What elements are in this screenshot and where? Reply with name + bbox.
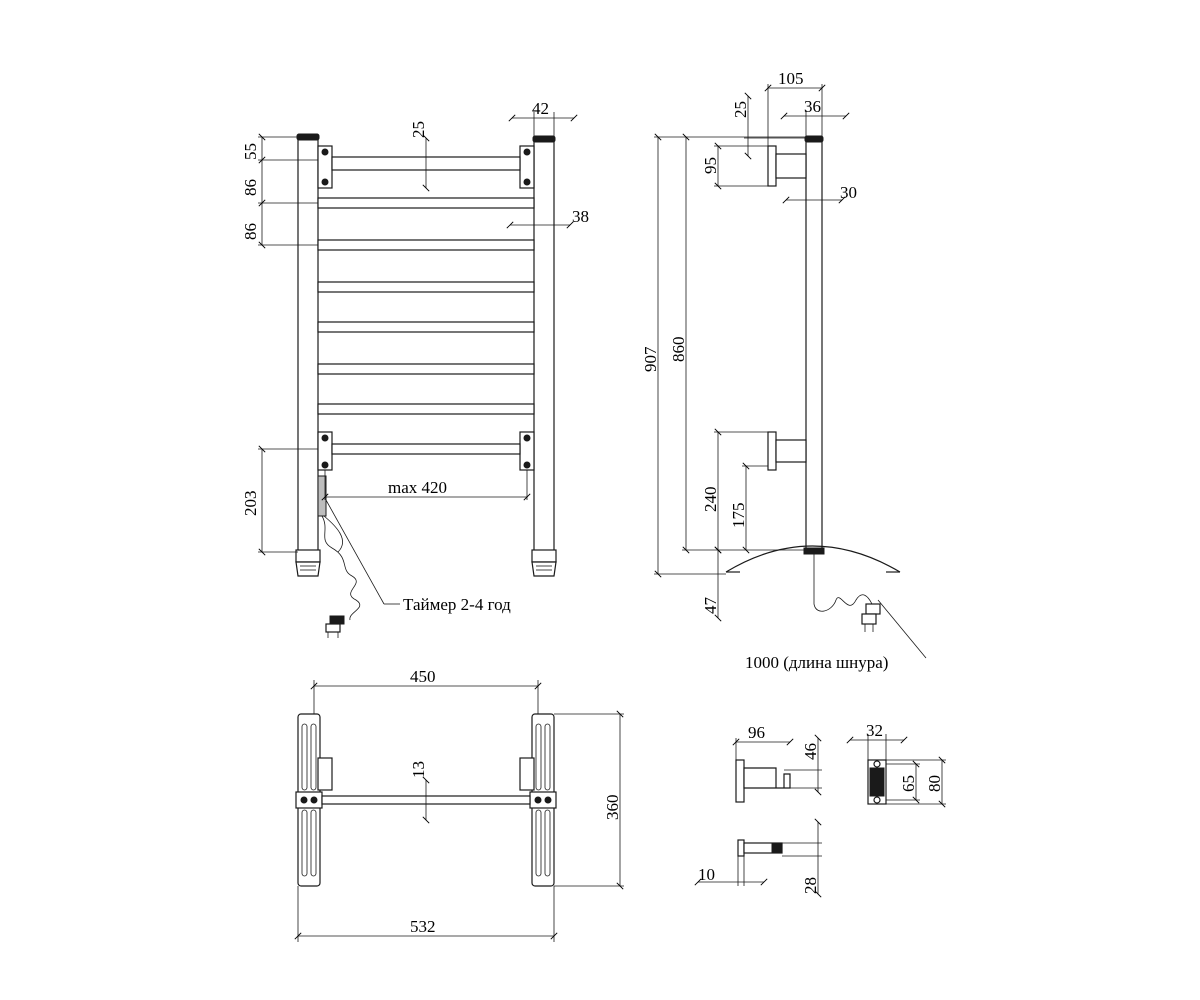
dim-post-width: 42 xyxy=(532,99,549,118)
top-right-clip xyxy=(519,145,535,189)
timer-label: Таймер 2-4 год xyxy=(403,595,511,614)
bracket-arm xyxy=(743,767,791,789)
top-left-bracket-stub xyxy=(317,757,333,791)
side-upper-bracket xyxy=(767,145,807,187)
side-view: 1000 (длина шнура) 105 36 25 95 xyxy=(641,69,927,672)
dim-clip-width: 32 xyxy=(866,721,883,740)
top-right-bracket-stub xyxy=(519,757,535,791)
bracket-plate xyxy=(735,759,745,803)
dim-total-height: 907 xyxy=(641,346,660,372)
side-power-cable xyxy=(813,554,881,632)
bracket-top-plate xyxy=(737,839,745,857)
dim-overall-width: 532 xyxy=(410,917,436,936)
dim-bar-pitch-1: 86 xyxy=(241,179,260,196)
side-post xyxy=(805,139,823,551)
dim-post-height: 860 xyxy=(669,337,688,363)
bottom-left-clip xyxy=(317,431,333,471)
dim-side-bracket-height: 25 xyxy=(731,101,750,118)
top-view: 450 13 360 532 xyxy=(294,667,624,942)
rail xyxy=(317,197,535,209)
side-bracket-240-dim: 240 xyxy=(701,428,768,554)
dim-bracket-240: 240 xyxy=(701,487,720,513)
side-foot-arc xyxy=(725,545,901,573)
front-view: Таймер 2-4 год 55 86 86 25 42 xyxy=(241,99,589,638)
dim-bottom-height: 203 xyxy=(241,491,260,517)
dim-bar-thickness: 13 xyxy=(409,761,428,778)
top-inner-width-dim: 450 xyxy=(310,667,542,714)
dim-bar-height: 25 xyxy=(409,121,428,138)
side-foot-height-dim: 47 xyxy=(701,546,722,622)
rails xyxy=(317,156,535,455)
right-post-cap xyxy=(532,135,556,143)
rail xyxy=(317,239,535,251)
dim-bar-pitch-2: 86 xyxy=(241,223,260,240)
dim-post-diameter: 30 xyxy=(840,183,857,202)
dim-max-width: max 420 xyxy=(388,478,447,497)
top-left-clip xyxy=(317,145,333,189)
side-post-cap xyxy=(804,135,824,143)
cord-leader xyxy=(877,599,927,659)
left-foot xyxy=(295,549,321,577)
side-bracket-plate-dim: 95 xyxy=(701,142,768,190)
rail xyxy=(317,321,535,333)
side-bracket-175-dim: 175 xyxy=(729,462,768,554)
dim-bracket-height: 46 xyxy=(801,743,820,760)
bottom-right-clip xyxy=(519,431,535,471)
top-left-foot xyxy=(295,713,323,887)
top-overall-width-dim: 532 xyxy=(294,886,558,942)
right-post xyxy=(533,139,555,553)
top-right-foot xyxy=(529,713,557,887)
right-foot xyxy=(531,549,557,577)
clip-hole-top xyxy=(873,760,881,768)
dim-bracket-reach: 105 xyxy=(778,69,804,88)
bracket-detail: 96 46 10 28 xyxy=(694,723,822,898)
rail xyxy=(317,363,535,375)
rail xyxy=(317,403,535,415)
side-post-height-dim: 860 xyxy=(669,133,806,554)
power-cable xyxy=(317,475,361,638)
dim-clip-inner-height: 65 xyxy=(899,775,918,792)
front-max-width-dim: max 420 xyxy=(321,470,531,501)
front-bar-depth-dim: 38 xyxy=(506,207,589,229)
side-total-height-dim: 907 xyxy=(641,133,806,578)
dim-bracket-length: 96 xyxy=(748,723,765,742)
dim-side-bracket-plate: 95 xyxy=(701,157,720,174)
side-foot-joint xyxy=(803,547,825,555)
side-bracket-height-dim: 25 xyxy=(731,92,806,160)
timer-leader xyxy=(325,499,385,605)
clip-hole-bottom xyxy=(873,796,881,804)
front-bottom-height-dim: 203 xyxy=(241,445,318,556)
cord-label: 1000 (длина шнура) xyxy=(745,653,888,672)
top-depth-dim: 360 xyxy=(554,710,624,890)
dim-side-post-width: 36 xyxy=(804,97,821,116)
dim-top-offset: 55 xyxy=(241,143,260,160)
dim-depth: 360 xyxy=(603,795,622,821)
front-left-dims: 55 86 86 xyxy=(241,133,318,249)
side-post-diameter-dim: 30 xyxy=(782,183,857,204)
dim-bar-depth: 38 xyxy=(572,207,589,226)
front-bar-height-dim: 25 xyxy=(409,121,430,192)
dim-bracket-175: 175 xyxy=(729,503,748,529)
dim-plate-thickness: 10 xyxy=(698,865,715,884)
side-post-width-dim: 36 xyxy=(780,97,850,136)
dim-inner-width: 450 xyxy=(410,667,436,686)
side-lower-bracket xyxy=(767,431,807,471)
dim-foot-height: 47 xyxy=(701,597,720,615)
dim-profile-height: 28 xyxy=(801,877,820,894)
left-post xyxy=(297,137,319,553)
rail xyxy=(317,281,535,293)
side-reach-dim: 105 xyxy=(764,69,826,146)
top-bar-thickness-dim: 13 xyxy=(409,761,430,824)
rail xyxy=(331,443,521,455)
front-post-width-dim: 42 xyxy=(508,99,578,136)
clip-detail: 32 65 80 xyxy=(846,721,946,808)
dim-clip-outer-height: 80 xyxy=(925,775,944,792)
